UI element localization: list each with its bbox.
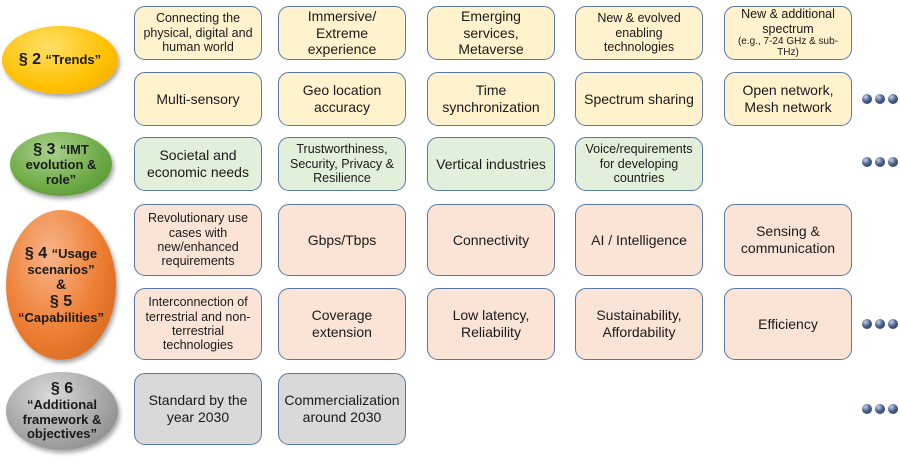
trends-section-number: § 2 (18, 51, 42, 69)
imt-oval: § 3 “IMT evolution & role” (10, 132, 112, 196)
framework-more-icon (862, 404, 898, 414)
framework-title-line3: objectives” (26, 426, 98, 442)
imt-box: Voice/requirements for developing countr… (575, 137, 703, 191)
usage-box: AI / Intelligence (575, 204, 703, 276)
trend-box: Multi-sensory (134, 72, 262, 126)
usage-title-line2: scenarios” (27, 261, 95, 277)
framework-title-line2: framework & (22, 411, 102, 427)
usage-box: Revolutionary use cases with new/enhance… (134, 204, 262, 276)
trends-section-title: “Trends” (45, 52, 102, 68)
spectrum-label: New & additional spectrum (741, 7, 835, 36)
trend-box: Spectrum sharing (575, 72, 703, 126)
imt-section-number: § 3 (33, 140, 56, 158)
capability-box: Coverage extension (278, 288, 406, 360)
usage-box: Connectivity (427, 204, 555, 276)
trend-box-spectrum: New & additional spectrum (e.g., 7-24 GH… (724, 6, 852, 60)
trend-box: Connecting the physical, digital and hum… (134, 6, 262, 60)
trends-more-icon (862, 94, 898, 104)
capabilities-title: “Capabilities” (18, 309, 104, 325)
usage-more-icon (862, 319, 898, 329)
imt-box: Vertical industries (427, 137, 555, 191)
capability-box: Interconnection of terrestrial and non-t… (134, 288, 262, 360)
framework-section-number: § 6 (50, 380, 74, 398)
usage-title-line1: “Usage (51, 245, 98, 261)
imt-box: Trustworthiness, Security, Privacy & Res… (278, 137, 406, 191)
framework-oval: § 6 “Additional framework & objectives” (6, 372, 118, 450)
usage-box: Gbps/Tbps (278, 204, 406, 276)
trend-box: Open network, Mesh network (724, 72, 852, 126)
spectrum-note: (e.g., 7-24 GHz & sub-THz) (737, 35, 839, 59)
capability-box: Efficiency (724, 288, 852, 360)
usage-box: Sensing & communication (724, 204, 852, 276)
trend-box: New & evolved enabling technologies (575, 6, 703, 60)
trend-box: Emerging services, Metaverse (427, 6, 555, 60)
usage-section-number: § 4 (24, 244, 48, 262)
usage-ampersand: & (55, 276, 67, 293)
usage-oval: § 4 “Usage scenarios” & § 5 “Capabilitie… (6, 210, 116, 360)
imt-title-line3: role” (45, 171, 77, 187)
imt-title-line1: “IMT (59, 141, 89, 157)
imt-title-line2: evolution & (25, 157, 97, 173)
trend-box: Geo location accuracy (278, 72, 406, 126)
framework-box: Standard by the year 2030 (134, 373, 262, 445)
framework-box: Commercialization around 2030 (278, 373, 406, 445)
trend-box: Immersive/ Extreme experience (278, 6, 406, 60)
trend-box: Time synchronization (427, 72, 555, 126)
trends-oval: § 2 “Trends” (2, 26, 118, 94)
framework-title-line1: “Additional (26, 397, 98, 413)
capabilities-section-number: § 5 (49, 292, 73, 310)
capability-box: Sustainability, Affordability (575, 288, 703, 360)
imt-more-icon (862, 157, 898, 167)
capability-box: Low latency, Reliability (427, 288, 555, 360)
imt-box: Societal and economic needs (134, 137, 262, 191)
